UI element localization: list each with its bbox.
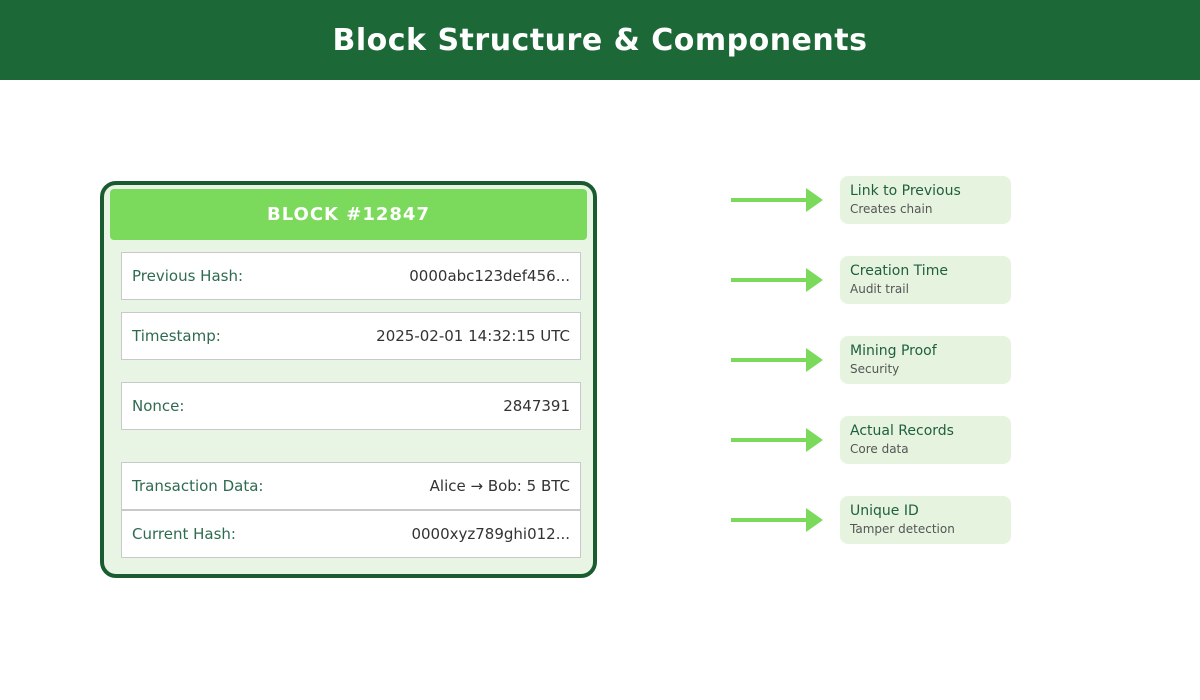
annotation-title: Link to Previous [850,183,961,199]
annotation-subtitle: Security [850,362,900,376]
arrow-icon [731,348,823,372]
arrow-line [731,198,809,202]
arrow-line [731,518,809,522]
field-label: Nonce: [132,397,185,415]
annotation-actual-records: Actual Records Core data [840,416,1011,464]
arrow-icon [731,428,823,452]
header-banner: Block Structure & Components [0,0,1200,80]
annotation-title: Unique ID [850,503,919,519]
arrow-icon [731,508,823,532]
field-value: 0000xyz789ghi012... [411,525,570,543]
arrow-head [806,268,823,292]
arrow-head [806,508,823,532]
arrow-line [731,278,809,282]
annotation-subtitle: Tamper detection [850,522,955,536]
arrow-line [731,358,809,362]
arrow-head [806,348,823,372]
field-value: 2847391 [503,397,570,415]
block-row-transaction-data: Transaction Data: Alice → Bob: 5 BTC [121,462,581,510]
block-card: BLOCK #12847 Previous Hash: 0000abc123de… [100,181,597,578]
annotation-subtitle: Audit trail [850,282,909,296]
field-label: Timestamp: [132,327,221,345]
annotation-mining-proof: Mining Proof Security [840,336,1011,384]
annotation-title: Mining Proof [850,343,937,359]
annotation-title: Actual Records [850,423,954,439]
arrow-head [806,188,823,212]
field-label: Current Hash: [132,525,236,543]
annotation-subtitle: Core data [850,442,909,456]
block-row-timestamp: Timestamp: 2025-02-01 14:32:15 UTC [121,312,581,360]
field-label: Transaction Data: [132,477,264,495]
diagram-stage: BLOCK #12847 Previous Hash: 0000abc123de… [0,80,1200,700]
block-row-current-hash: Current Hash: 0000xyz789ghi012... [121,510,581,558]
arrow-icon [731,268,823,292]
annotation-subtitle: Creates chain [850,202,933,216]
field-value: 2025-02-01 14:32:15 UTC [376,327,570,345]
annotation-creation-time: Creation Time Audit trail [840,256,1011,304]
arrow-head [806,428,823,452]
field-value: Alice → Bob: 5 BTC [429,477,570,495]
annotation-title: Creation Time [850,263,948,279]
annotation-unique-id: Unique ID Tamper detection [840,496,1011,544]
arrow-line [731,438,809,442]
block-header-band: BLOCK #12847 [110,189,587,240]
arrow-icon [731,188,823,212]
field-label: Previous Hash: [132,267,244,285]
block-row-nonce: Nonce: 2847391 [121,382,581,430]
annotation-link-to-previous: Link to Previous Creates chain [840,176,1011,224]
page-title: Block Structure & Components [332,22,868,58]
field-value: 0000abc123def456... [409,267,570,285]
block-row-previous-hash: Previous Hash: 0000abc123def456... [121,252,581,300]
